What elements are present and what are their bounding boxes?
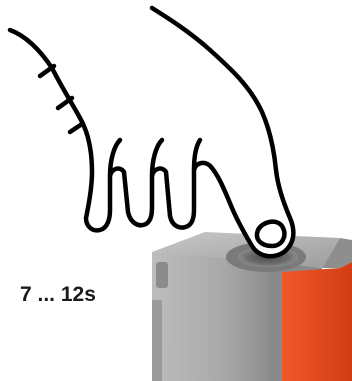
press-duration-label: 7 ... 12s bbox=[20, 283, 96, 307]
hand-outline bbox=[10, 8, 293, 256]
crease-3 bbox=[70, 124, 82, 132]
hand-pointing-icon bbox=[10, 8, 293, 256]
sensor-side-face bbox=[282, 262, 352, 381]
sensor-front-slot bbox=[152, 300, 162, 381]
sensor-front-notch bbox=[156, 262, 168, 288]
sensor-front-ridge bbox=[168, 346, 176, 381]
